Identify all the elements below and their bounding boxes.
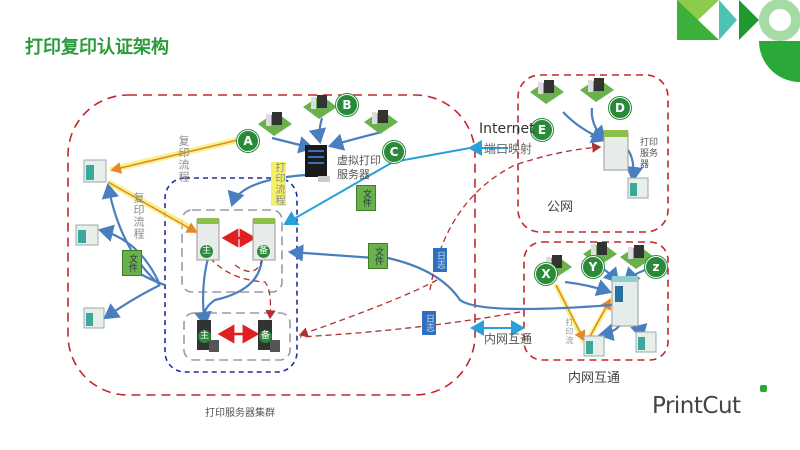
cluster-label: 打印服务器集群 — [205, 408, 275, 419]
print-server-label: 打印服务器 — [640, 138, 659, 170]
document-icon: 文件 — [356, 185, 376, 211]
primary-server-tag: 主 — [200, 245, 213, 258]
app-server-group — [181, 209, 283, 293]
port-mapping-label: 端口映射 — [484, 142, 533, 156]
copy-flow-label-2: 复印流程 — [132, 192, 145, 240]
log-icon: 日志 — [433, 248, 447, 272]
internet-label: Internet — [479, 121, 535, 137]
app-servers — [196, 130, 639, 352]
node-d: D — [609, 97, 631, 119]
copy-flow-label: 复印流程 — [177, 135, 190, 183]
intranet-zone-label: 内网互通 — [568, 371, 621, 386]
copier-icons — [75, 159, 657, 357]
db-server-group — [183, 312, 291, 361]
page-title: 打印复印认证架构 — [25, 37, 169, 58]
public-net-zone — [517, 74, 669, 233]
print-flow-label: 打印流程 — [271, 162, 286, 206]
printcut-logo: PrintCut — [652, 393, 741, 419]
node-a: A — [237, 130, 259, 152]
corner-logo-shapes — [677, 0, 800, 82]
backup-db-tag: 备 — [259, 330, 272, 343]
printcut-logo-mark — [760, 385, 767, 392]
intranet-link-label: 内网互通 — [484, 332, 533, 346]
intranet-zone — [523, 241, 669, 361]
virtual-print-server-label: 虚拟打印服务器 — [337, 154, 381, 181]
backup-server-tag: 备 — [257, 245, 270, 258]
virtual-print-server-icon — [305, 145, 330, 182]
server-cluster-box — [164, 177, 298, 373]
public-net-label: 公网 — [547, 200, 574, 215]
node-c: C — [383, 141, 405, 163]
node-y: Y — [582, 256, 604, 278]
node-e: E — [531, 119, 553, 141]
node-x: X — [535, 263, 557, 285]
primary-db-tag: 主 — [198, 330, 211, 343]
node-b: B — [336, 94, 358, 116]
cluster-zone — [67, 94, 476, 396]
pc-icons — [258, 78, 654, 279]
intranet-print-flow-label: 打印流 — [565, 318, 574, 345]
document-icon: 文件 — [368, 243, 388, 269]
node-z: z — [645, 256, 667, 278]
log-icon: 日志 — [422, 311, 436, 335]
document-icon: 文件 — [122, 250, 142, 276]
